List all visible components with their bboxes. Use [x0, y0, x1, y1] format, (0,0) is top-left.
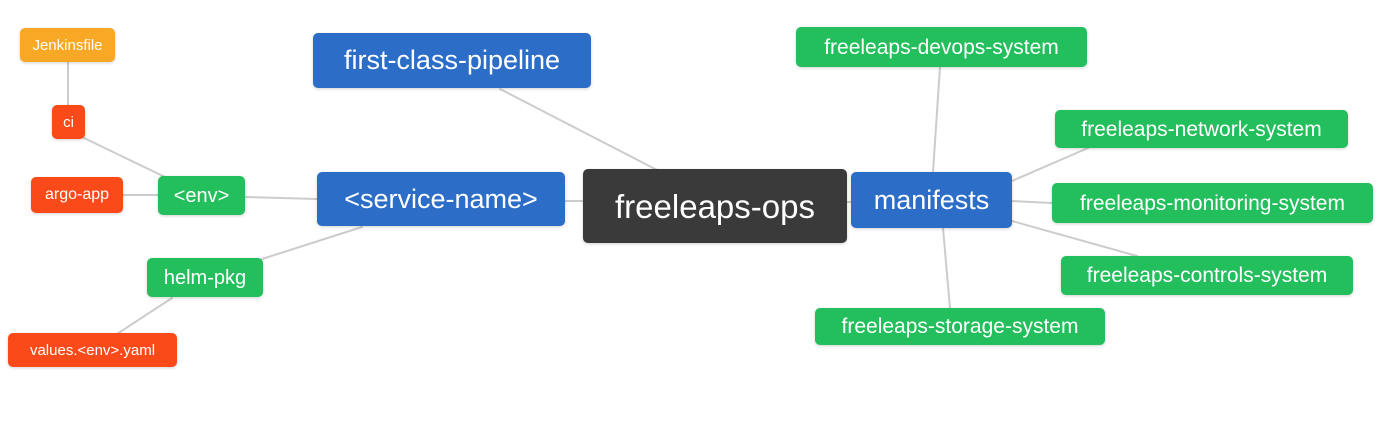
- edge-manifests-to-devops-system: [932, 66, 941, 173]
- node-env[interactable]: <env>: [158, 176, 245, 215]
- edge-env-to-service-name: [244, 196, 318, 200]
- node-monitoring-system[interactable]: freeleaps-monitoring-system: [1052, 183, 1373, 223]
- node-helm-pkg[interactable]: helm-pkg: [147, 258, 263, 297]
- node-service-name[interactable]: <service-name>: [317, 172, 565, 226]
- node-values-env-yaml[interactable]: values.<env>.yaml: [8, 333, 177, 367]
- edge-first-class-pipeline-to-freeleaps-ops: [499, 88, 658, 171]
- node-freeleaps-ops[interactable]: freeleaps-ops: [583, 169, 847, 243]
- edge-helm-pkg-to-service-name: [261, 226, 363, 260]
- edge-manifests-to-monitoring-system: [1011, 200, 1053, 204]
- edge-values-env-yaml-to-helm-pkg: [116, 297, 173, 335]
- node-controls-system[interactable]: freeleaps-controls-system: [1061, 256, 1353, 295]
- node-jenkinsfile[interactable]: Jenkinsfile: [20, 28, 115, 62]
- edge-manifests-to-network-system: [1011, 147, 1089, 182]
- node-ci[interactable]: ci: [52, 105, 85, 139]
- node-network-system[interactable]: freeleaps-network-system: [1055, 110, 1348, 148]
- node-manifests[interactable]: manifests: [851, 172, 1012, 228]
- edge-ci-to-env: [83, 137, 166, 178]
- edge-manifests-to-storage-system: [942, 227, 951, 309]
- node-first-class-pipeline[interactable]: first-class-pipeline: [313, 33, 591, 88]
- node-argo-app[interactable]: argo-app: [31, 177, 123, 213]
- node-storage-system[interactable]: freeleaps-storage-system: [815, 308, 1105, 345]
- edge-manifests-to-controls-system: [1011, 220, 1138, 257]
- node-devops-system[interactable]: freeleaps-devops-system: [796, 27, 1087, 67]
